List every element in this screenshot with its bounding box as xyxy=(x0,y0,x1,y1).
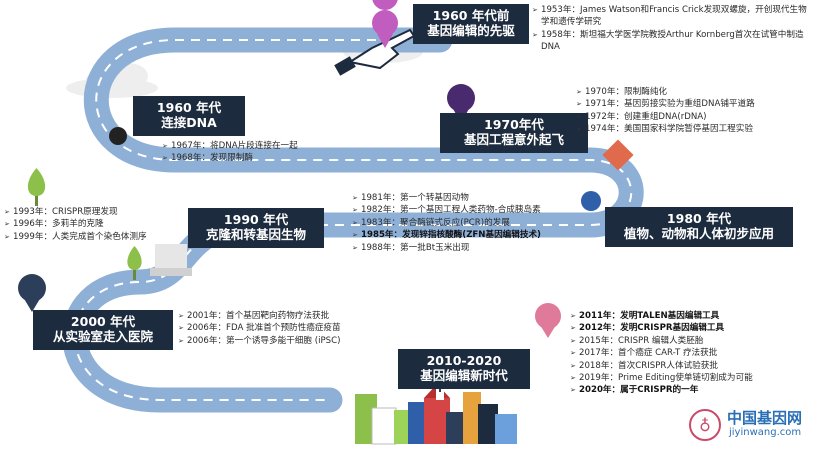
map-pin-icon xyxy=(109,127,127,145)
event-item: 1999年：人类完成首个染色体测序 xyxy=(4,231,147,244)
event-item: 2006年：第一个诱导多能干细胞 (iPSC) xyxy=(178,335,341,348)
milestone-title: 2000 年代 从实验室走入医院 xyxy=(33,310,173,350)
event-item: 1983年：聚合酶链式反应(PCR)的发展 xyxy=(352,217,541,230)
site-watermark: ♁ 中国基因网 jiyinwang.com xyxy=(689,407,809,447)
event-item: 1953年：James Watson和Francis Crick发现双螺旋，开创… xyxy=(532,4,812,29)
map-pin-icon xyxy=(372,0,398,48)
event-list: 1970年：限制酶纯化1971年：基因剪接实验为重组DNA铺平道路1972年：创… xyxy=(576,86,755,136)
event-item: 1988年：第一批Bt玉米出现 xyxy=(352,242,541,255)
milestone-title: 1960 年代前 基因编辑的先驱 xyxy=(413,4,529,44)
dna-logo-icon: ♁ xyxy=(689,409,721,441)
event-item: 2006年：FDA 批准首个预防性癌症疫苗 xyxy=(178,322,341,335)
watermark-en: jiyinwang.com xyxy=(729,427,802,438)
watermark-cn: 中国基因网 xyxy=(727,409,803,427)
event-item: 2011年：发明TALEN基因编辑工具 xyxy=(570,310,753,323)
event-list: 2001年：首个基因靶向药物疗法获批2006年：FDA 批准首个预防性癌症疫苗2… xyxy=(178,310,341,348)
event-item: 1971年：基因剪接实验为重组DNA铺平道路 xyxy=(576,98,755,111)
tree-icon xyxy=(127,246,142,280)
map-pin-icon xyxy=(581,191,601,211)
milestone-title: 1970年代 基因工程意外起飞 xyxy=(440,113,588,153)
event-item: 2012年：发明CRISPR基因编辑工具 xyxy=(570,322,753,335)
building-decoration xyxy=(150,244,192,276)
event-list: 1967年：将DNA片段连接在一起1968年：发现限制酶 xyxy=(162,140,298,165)
map-pin-icon xyxy=(18,274,46,312)
event-item: 1968年：发现限制酶 xyxy=(162,152,298,165)
event-list: 1953年：James Watson和Francis Crick发现双螺旋，开创… xyxy=(532,4,812,54)
event-item: 1993年：CRISPR原理发现 xyxy=(4,206,147,219)
city-skyline-decoration xyxy=(355,380,517,445)
milestone-title: 1980 年代 植物、动物和人体初步应用 xyxy=(605,207,793,247)
event-item: 1958年：斯坦福大学医学院教授Arthur Kornberg首次在试管中制造D… xyxy=(532,29,812,54)
milestone-title: 1990 年代 克隆和转基因生物 xyxy=(188,208,324,248)
tree-icon xyxy=(27,168,46,206)
event-item: 2015年：CRISPR 编辑人类胚胎 xyxy=(570,335,753,348)
event-item: 1974年：美国国家科学院暂停基因工程实验 xyxy=(576,123,755,136)
event-list: 1993年：CRISPR原理发现1996年：多莉羊的克隆1999年：人类完成首个… xyxy=(4,206,147,244)
event-item: 2020年：属于CRISPR的一年 xyxy=(570,384,753,397)
event-item: 1972年：创建重组DNA(rDNA) xyxy=(576,111,755,124)
event-item: 1982年：第一个基因工程人类药物-合成胰岛素 xyxy=(352,204,541,217)
event-item: 1981年：第一个转基因动物 xyxy=(352,192,541,205)
event-list: 1981年：第一个转基因动物1982年：第一个基因工程人类药物-合成胰岛素198… xyxy=(352,192,541,254)
event-item: 1985年：发现锌指核酸酶(ZFN基因编辑技术) xyxy=(352,229,541,242)
event-item: 1996年：多莉羊的克隆 xyxy=(4,218,147,231)
event-item: 2001年：首个基因靶向药物疗法获批 xyxy=(178,310,341,323)
event-item: 1967年：将DNA片段连接在一起 xyxy=(162,140,298,153)
event-item: 2019年：Prime Editing使单链切割成为可能 xyxy=(570,372,753,385)
event-list: 2011年：发明TALEN基因编辑工具2012年：发明CRISPR基因编辑工具2… xyxy=(570,310,753,397)
event-item: 2017年：首个癌症 CAR-T 疗法获批 xyxy=(570,347,753,360)
event-item: 1970年：限制酶纯化 xyxy=(576,86,755,99)
milestone-title: 2010-2020 基因编辑新时代 xyxy=(398,349,530,389)
pointing-hand-icon xyxy=(334,28,416,76)
milestone-title: 1960 年代 连接DNA xyxy=(133,96,245,136)
map-pin-icon xyxy=(535,303,561,338)
event-item: 2018年：首次CRISPR人体试验获批 xyxy=(570,360,753,373)
